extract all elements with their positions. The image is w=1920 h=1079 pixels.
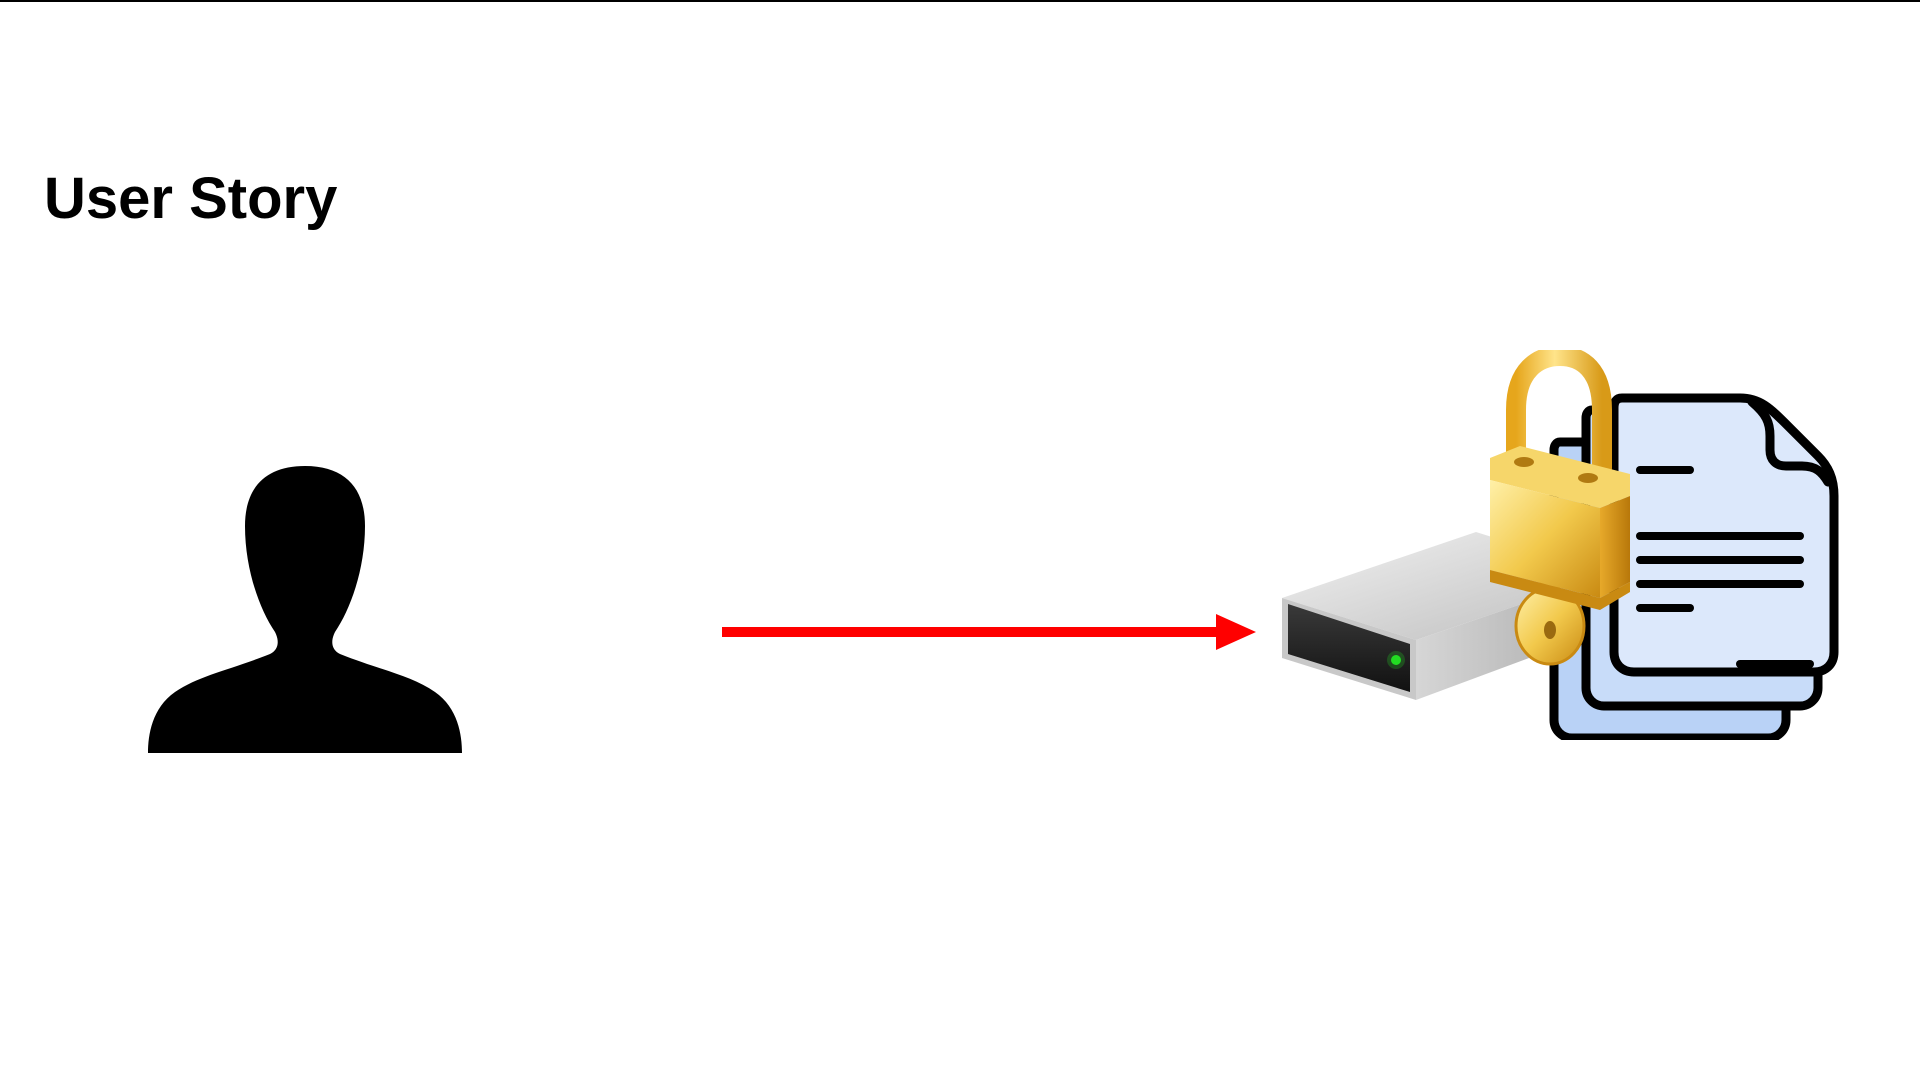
documents-icon (1282, 350, 1839, 740)
user-silhouette-icon (148, 466, 462, 753)
page-title: User Story (44, 166, 338, 231)
drive-front-panel (1288, 604, 1410, 692)
user-silhouette-shape (148, 466, 462, 753)
padlock-side (1600, 496, 1630, 598)
padlock-front (1490, 480, 1600, 598)
arrow-head (1216, 614, 1256, 650)
drive-led (1391, 655, 1401, 665)
arrow-shaft (722, 627, 1222, 637)
padlock-icon (1490, 350, 1630, 610)
document-front (1609, 393, 1839, 677)
top-divider (0, 0, 1920, 2)
arrow-right-icon (722, 614, 1256, 650)
encrypted-storage-group (1270, 350, 1840, 740)
padlock-shackle (1506, 350, 1612, 478)
